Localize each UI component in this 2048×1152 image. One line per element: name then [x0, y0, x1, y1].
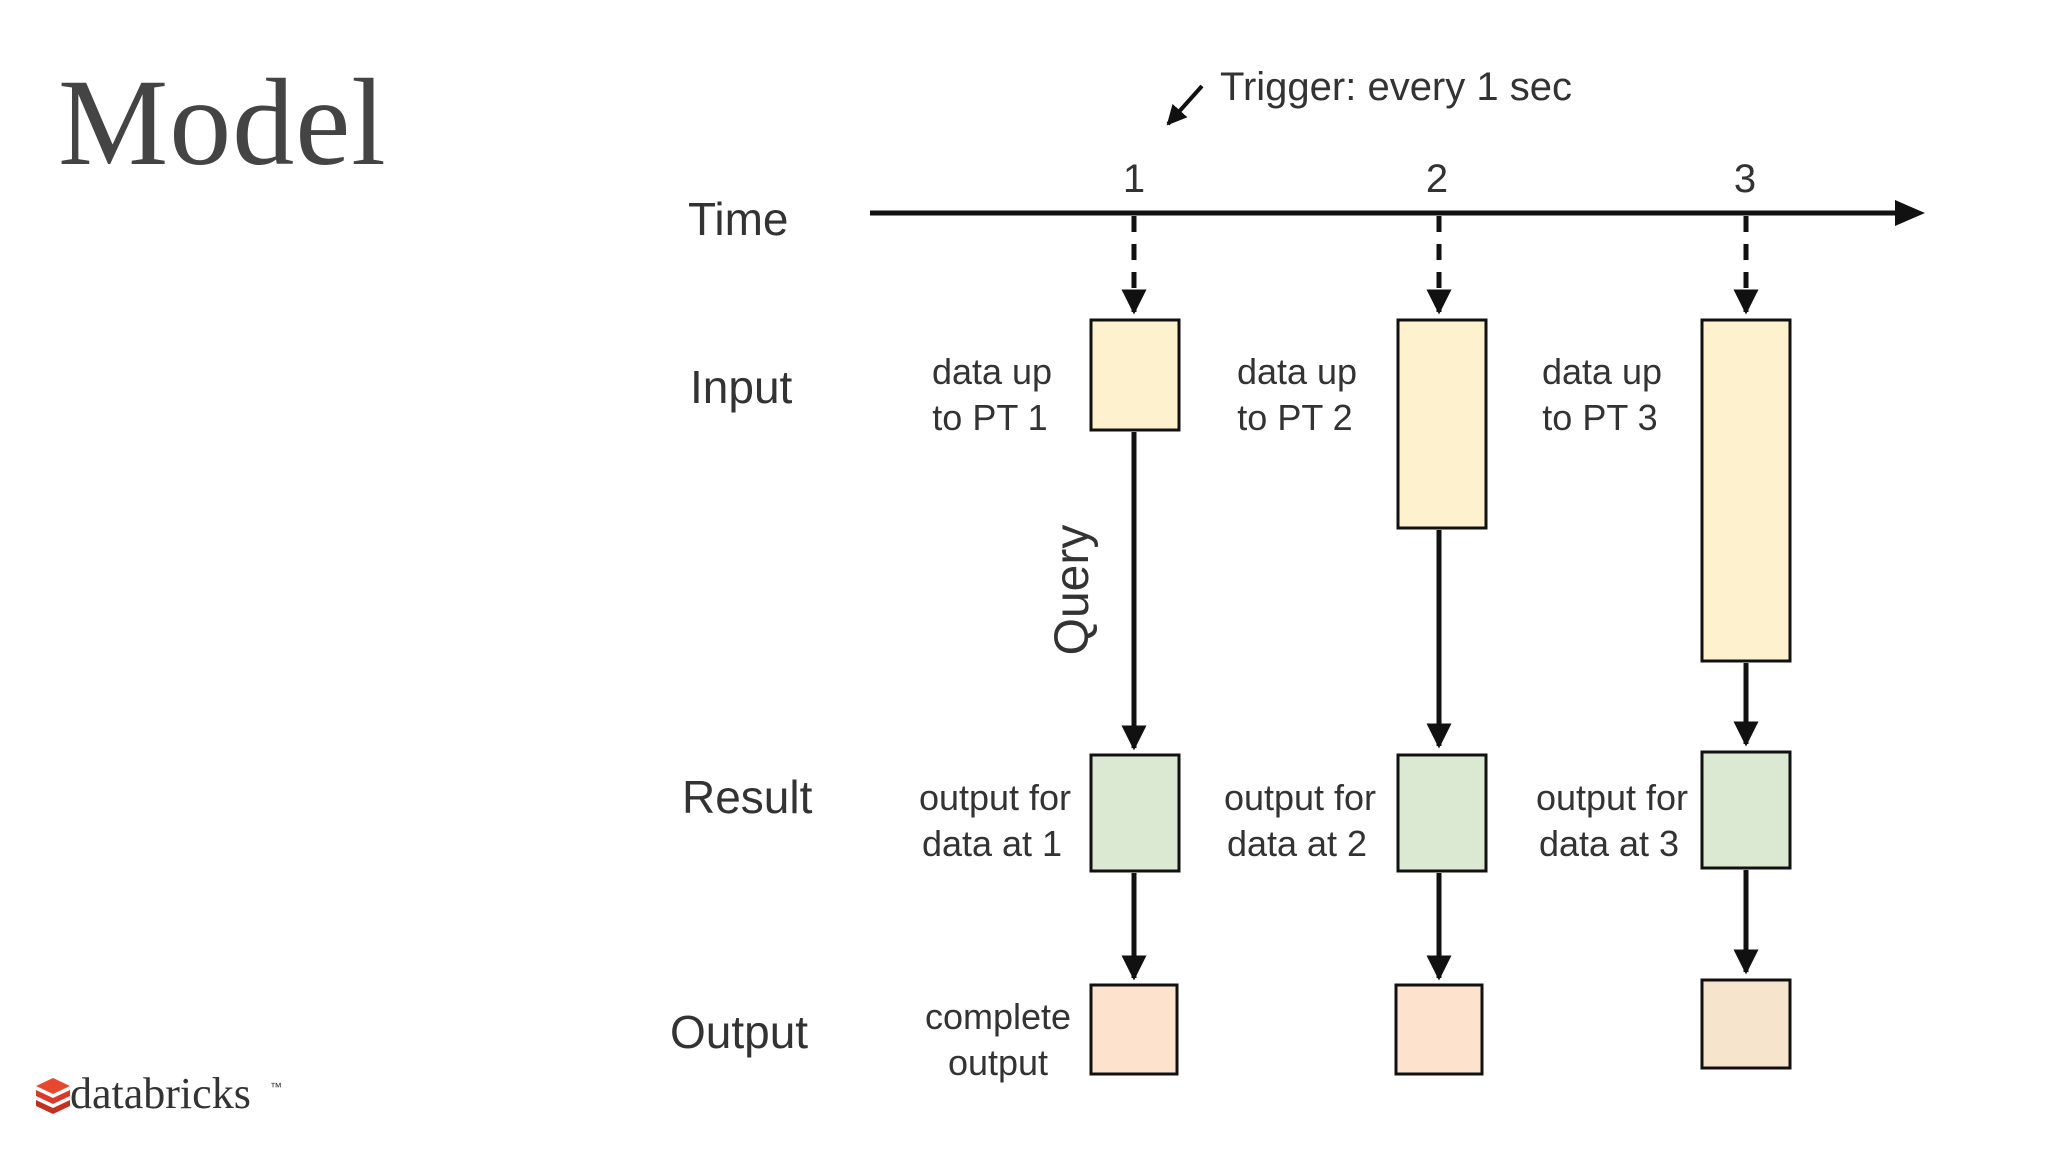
slide-title: Model — [58, 54, 387, 191]
result-box-3 — [1700, 750, 1792, 870]
input-box-1 — [1089, 318, 1181, 432]
input-label-3-line1: data up — [1542, 351, 1662, 392]
row-label-time: Time — [688, 193, 789, 245]
brand-trademark: ™ — [270, 1080, 282, 1094]
output-box-2 — [1394, 983, 1484, 1076]
time-tick-3: 3 — [1734, 157, 1756, 201]
input-box-2 — [1396, 318, 1488, 530]
input-label-1-line2: to PT 1 — [932, 397, 1047, 438]
input-label-1-line1: data up — [932, 351, 1052, 392]
result-label-1-line1: output for — [919, 777, 1071, 818]
result-box-1 — [1089, 753, 1181, 873]
input-label-2-line2: to PT 2 — [1237, 397, 1352, 438]
brand-name: databricks — [70, 1069, 251, 1118]
time-axis-arrowhead — [1895, 200, 1925, 226]
output-box-1 — [1089, 983, 1179, 1076]
output-label-line1: complete — [925, 996, 1071, 1037]
row-label-result: Result — [682, 771, 813, 823]
trigger-pointer-arrow — [1166, 84, 1204, 126]
row-label-input: Input — [690, 361, 793, 413]
result-label-1-line2: data at 1 — [922, 823, 1062, 864]
input-label-3-line2: to PT 3 — [1542, 397, 1657, 438]
output-label-line2: output — [948, 1042, 1048, 1083]
result-label-2-line1: output for — [1224, 777, 1376, 818]
trigger-label: Trigger: every 1 sec — [1220, 65, 1572, 109]
result-label-3-line1: output for — [1536, 777, 1688, 818]
time-tick-2: 2 — [1426, 157, 1448, 201]
time-tick-1: 1 — [1123, 157, 1145, 201]
databricks-logo-icon — [36, 1078, 70, 1114]
result-label-2-line2: data at 2 — [1227, 823, 1367, 864]
output-box-3 — [1700, 978, 1792, 1070]
row-label-output: Output — [670, 1006, 808, 1058]
input-box-3 — [1700, 318, 1792, 663]
result-label-3-line2: data at 3 — [1539, 823, 1679, 864]
result-box-2 — [1396, 753, 1488, 873]
input-label-2-line1: data up — [1237, 351, 1357, 392]
query-label: Query — [1046, 525, 1099, 656]
